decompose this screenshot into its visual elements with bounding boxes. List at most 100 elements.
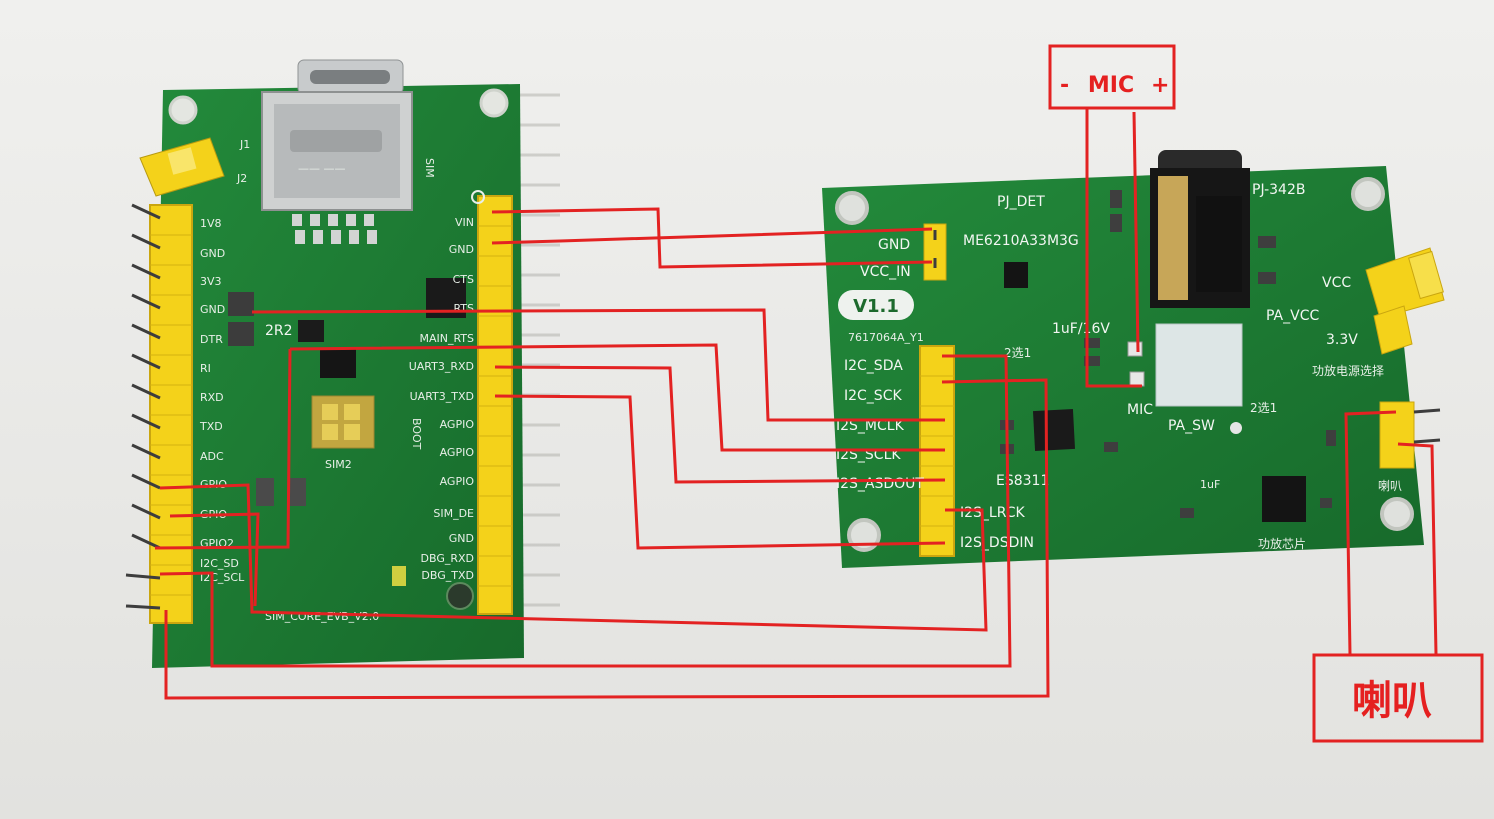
pin-dtr: DTR <box>200 333 223 346</box>
pin-dbg-txd: DBG_TXD <box>421 569 474 582</box>
mount-hole <box>847 518 881 552</box>
left-dev-board: —— —— J1 J2 SIM 2R2 SIM2 <box>125 59 560 668</box>
right-pcb <box>822 166 1424 568</box>
speaker-annotation-label: 喇叭 <box>1352 678 1432 724</box>
mic-annotation: - MIC + <box>1048 44 1176 110</box>
pin-i2s-mclk: I2S_MCLK <box>836 418 905 434</box>
wire-speaker-b <box>1397 442 1438 655</box>
ldo-label: ME6210A33M3G <box>963 233 1079 249</box>
pin-sim-det: SIM_DE <box>433 507 474 520</box>
pj-342b-label: PJ-342B <box>1252 182 1305 198</box>
mic-pad <box>1155 323 1243 407</box>
pin-i2s-asdout: I2S_ASDOUT <box>836 476 924 492</box>
version-label: V1.1 <box>853 296 899 317</box>
v33-label: 3.3V <box>1326 332 1358 348</box>
wire-gnd-gnd <box>491 227 933 245</box>
pin-ri: RI <box>200 362 211 375</box>
sim-label: SIM <box>423 158 436 178</box>
pin-dbg-rxd: DBG_RXD <box>421 552 475 565</box>
wire-rxd-asdout <box>494 365 946 484</box>
pin-agpio: AGPIO <box>440 475 475 488</box>
codec-label: ES8311 <box>996 473 1049 489</box>
speaker-silk-label: 喇叭 <box>1378 478 1402 493</box>
vcc-in-label: VCC_IN <box>860 264 911 280</box>
amp-chip-label: 功放芯片 <box>1258 536 1306 551</box>
mount-hole <box>835 191 869 225</box>
j1-label: J1 <box>239 138 250 151</box>
mic-annotation-box <box>1048 44 1176 110</box>
pin-uart3-rxd: UART3_RXD <box>409 360 474 373</box>
pin-uart3-txd: UART3_TXD <box>410 390 474 403</box>
codec-chip <box>1032 408 1076 452</box>
wiring-overlay <box>154 108 1438 700</box>
ldo-chip <box>1004 262 1028 288</box>
pin-gnd: GND <box>449 243 474 256</box>
power-header <box>923 223 947 281</box>
pin-gnd: GND <box>200 247 225 260</box>
right-audio-board: PJ_DET PJ-342B ME6210A33M3G GND VCC_IN V… <box>822 150 1445 568</box>
pin-rxd: RXD <box>200 391 224 404</box>
vcc-label: VCC <box>1322 275 1351 291</box>
left-pin-header <box>125 203 193 624</box>
pa-sw-label: PA_SW <box>1168 418 1215 434</box>
sim2-label: SIM2 <box>325 458 352 471</box>
mic-minus-label: - <box>1060 73 1069 98</box>
pin-main-rts: MAIN_RTS <box>419 332 474 345</box>
wire-i2c-scl <box>164 378 1050 700</box>
wire-mic-plus <box>1132 111 1140 353</box>
wire-mclk <box>251 308 945 422</box>
pin-gnd: GND <box>449 532 474 545</box>
mount-hole <box>446 582 474 610</box>
sim-card-holder: —— —— <box>261 91 413 211</box>
pa-vcc-label: PA_VCC <box>1266 308 1319 324</box>
j2-label: J2 <box>236 172 247 185</box>
select-b-label: 2选1 <box>1250 401 1277 415</box>
mic-silk-label: MIC <box>1127 402 1153 418</box>
cap-1uf-label: 1uF <box>1200 478 1220 491</box>
pin-agpio: AGPIO <box>440 418 475 431</box>
wire-speaker-a <box>1344 410 1397 655</box>
select-a-label: 2选1 <box>1004 346 1031 360</box>
inductor-2r2: 2R2 <box>265 323 293 339</box>
inductor <box>298 320 324 342</box>
wire-txd-dsdin <box>494 394 946 550</box>
pin-cts: CTS <box>453 273 474 286</box>
cap-label: 1uF/16V <box>1052 321 1110 337</box>
pin-i2s-lrck: I2S_LRCK <box>960 505 1026 521</box>
gnd-label: GND <box>878 237 910 253</box>
boot-label: BOOT <box>410 418 423 450</box>
wire-gpio2 <box>169 512 260 607</box>
pin-3v3: 3V3 <box>200 275 222 288</box>
mic-annotation-label: MIC <box>1088 73 1134 98</box>
pin-i2c-sck: I2C_SCK <box>844 388 902 404</box>
serial-label: 7617064A_Y1 <box>848 331 924 344</box>
pin-1v8: 1V8 <box>200 217 222 230</box>
right-pin-header <box>471 190 513 615</box>
pin-i2s-dsdin: I2S_DSDIN <box>960 535 1034 551</box>
pin-agpio: AGPIO <box>440 446 475 459</box>
jumper-cap <box>139 137 225 197</box>
pin-txd: TXD <box>199 420 223 433</box>
wire-sclk <box>289 343 945 452</box>
gold-pad <box>311 395 375 449</box>
pj-det-label: PJ_DET <box>997 194 1045 210</box>
pin-gnd: GND <box>200 303 225 316</box>
pin-vin: VIN <box>455 216 474 229</box>
amp-chip <box>1262 476 1306 522</box>
pin-i2c-sda: I2C_SDA <box>844 358 903 374</box>
wire-gpio-lrck <box>159 483 988 632</box>
wire-i2c-sda <box>159 354 1012 668</box>
speaker-annotation-box <box>1312 653 1484 743</box>
audio-jack <box>1150 150 1250 308</box>
pin-adc: ADC <box>200 450 224 463</box>
svg-text:—— ——: —— —— <box>298 162 346 175</box>
version-badge <box>838 290 914 320</box>
wire-gpio-sclk2 <box>154 348 292 550</box>
amp-power-header <box>1365 247 1445 355</box>
mic-plus-label: + <box>1151 73 1169 98</box>
mount-hole <box>1351 177 1385 211</box>
mount-hole <box>1380 497 1414 531</box>
pin-rts: RTS <box>453 302 474 315</box>
mount-hole <box>479 88 509 118</box>
